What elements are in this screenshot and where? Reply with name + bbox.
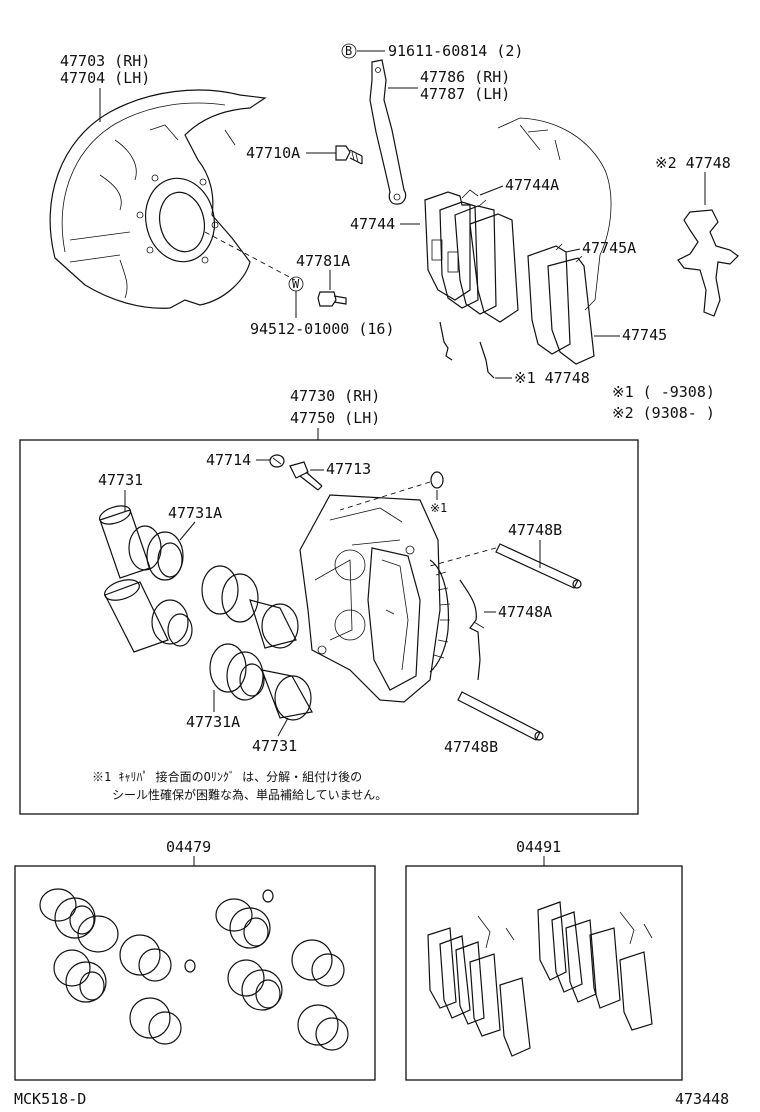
- page-code: 473448: [675, 1090, 729, 1108]
- caliper-assembly-box: [19, 439, 639, 815]
- bleeder-47713-label: 47713: [326, 460, 371, 478]
- spring-47748a-label: 47748A: [498, 603, 552, 621]
- jp-note-line-1: ※1 ｷｬﾘﾊﾟ 接合面のOﾘﾝｸﾞ は、分解・組付け後の: [92, 769, 362, 784]
- anti-rattle-clip-2-drawing[interactable]: [677, 209, 739, 317]
- anti-rattle-clip-1-drawing[interactable]: [439, 321, 495, 379]
- shield-rh-label: 47703 (RH): [60, 52, 150, 70]
- caliper-body-drawing[interactable]: [299, 494, 451, 703]
- inner-pads-drawing[interactable]: [424, 189, 519, 323]
- kit-04491-box: [405, 865, 683, 1081]
- kit-04479-box: [14, 865, 376, 1081]
- bleeder-cap-drawing[interactable]: [269, 454, 285, 468]
- washer-label: 94512-01000 (16): [250, 320, 395, 338]
- bracket-rh-label: 47786 (RH): [420, 68, 510, 86]
- piston-bottom-leader: [277, 717, 289, 737]
- note-1-label: ※1 ( -9308): [612, 383, 715, 401]
- clip-2-label: ※2 47748: [655, 154, 731, 172]
- shim-47745a-label: 47745A: [582, 239, 636, 257]
- shim-47744a-label: 47744A: [505, 176, 559, 194]
- pistons-and-seals-drawing[interactable]: [97, 502, 313, 721]
- bolt-47781a-label: 47781A: [296, 252, 350, 270]
- seal-top-leader: [179, 521, 196, 541]
- pad-47745-label: 47745: [622, 326, 667, 344]
- bolt-47710a-drawing[interactable]: [335, 145, 363, 165]
- clip-1-label: ※1 47748: [514, 369, 590, 387]
- o-ring-dash: [339, 481, 431, 511]
- bolt-b-symbol-circle: [341, 43, 357, 59]
- bolt-47781a-drawing[interactable]: [317, 291, 347, 307]
- bolt-47710a-label: 47710A: [246, 144, 300, 162]
- spring-47748a-drawing[interactable]: [459, 579, 485, 681]
- seal-47731a-bottom-label: 47731A: [186, 713, 240, 731]
- note-2-label: ※2 (9308- ): [612, 404, 715, 422]
- shield-lh-label: 47704 (LH): [60, 69, 150, 87]
- kit-04479-label: 04479: [166, 838, 211, 856]
- pin-bottom-drawing[interactable]: [457, 691, 544, 741]
- bleeder-screw-drawing[interactable]: [289, 461, 323, 491]
- pin-47748b-bottom-label: 47748B: [444, 738, 498, 756]
- bracket-lh-label: 47787 (LH): [420, 85, 510, 103]
- jp-note-line-2: シール性確保が困難な為、単品補給していません。: [112, 787, 387, 802]
- pin-top-drawing[interactable]: [495, 543, 582, 589]
- shield-bolt-dash: [204, 231, 296, 281]
- hose-bracket-drawing[interactable]: [369, 59, 407, 205]
- caliper-lh-label: 47750 (LH): [290, 409, 380, 427]
- caliper-outline-drawing: [497, 117, 612, 311]
- pad-kit-drawing[interactable]: [427, 901, 653, 1057]
- o-ring-drawing[interactable]: [430, 471, 444, 489]
- bolt-b-symbol: B: [345, 44, 352, 58]
- seal-47731a-top-label: 47731A: [168, 504, 222, 522]
- washer-symbol: W: [292, 277, 300, 291]
- bolt-b-label: 91611-60814 (2): [388, 42, 523, 60]
- shim-47744a-leader: [479, 185, 504, 196]
- dust-shield-drawing[interactable]: [49, 89, 267, 309]
- piston-47731-top-label: 47731: [98, 471, 143, 489]
- pin-47748b-top-label: 47748B: [508, 521, 562, 539]
- shim-47745a-leader: [565, 248, 581, 253]
- pin-top-dash: [429, 547, 497, 567]
- cap-47714-label: 47714: [206, 451, 251, 469]
- seal-kit-drawing[interactable]: [39, 888, 349, 1051]
- o-ring-mark: ※1: [430, 501, 447, 515]
- kit-04491-label: 04491: [516, 838, 561, 856]
- pad-47744-label: 47744: [350, 215, 395, 233]
- caliper-rh-label: 47730 (RH): [290, 387, 380, 405]
- outer-pads-drawing[interactable]: [527, 243, 595, 365]
- piston-47731-bottom-label: 47731: [252, 737, 297, 755]
- diagram-code: MCK518-D: [14, 1090, 86, 1108]
